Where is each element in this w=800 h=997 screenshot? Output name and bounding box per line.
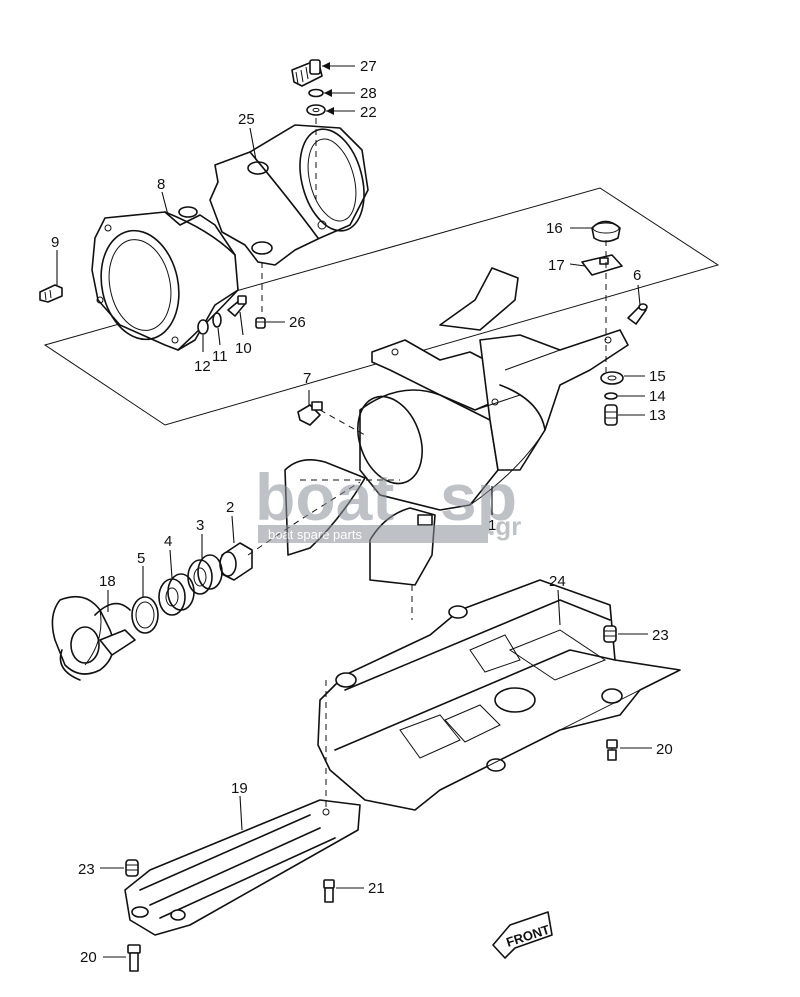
part-bolt-10 (227, 295, 247, 317)
watermark-brand-tail: sp (440, 460, 517, 534)
part-seal-ring-5 (131, 596, 159, 634)
part-grease-nipple (627, 303, 648, 325)
callout-18: 18 (99, 573, 116, 590)
part-nozzle-bolt (291, 59, 323, 87)
part-set-screw-23-upper (603, 625, 617, 643)
part-intake-grate (124, 799, 361, 936)
callout-24: 24 (549, 573, 566, 590)
part-set-screw-23-lower (125, 859, 139, 877)
callouts: 27 28 22 25 8 9 26 10 11 12 16 17 (51, 58, 673, 966)
callout-19: 19 (231, 780, 248, 797)
assembly-guide-lines (247, 118, 607, 810)
part-bolt-20-lower (127, 944, 141, 972)
callout-13: 13 (649, 407, 666, 424)
part-rubber-mount (591, 220, 621, 243)
part-fitting-7 (297, 401, 323, 426)
part-pump-housing (91, 206, 239, 351)
watermark-tld: .gr (488, 511, 521, 541)
part-nozzle (209, 124, 369, 266)
part-bolt-20-upper (606, 739, 618, 761)
callout-28: 28 (360, 85, 377, 102)
callout-14: 14 (649, 388, 666, 405)
callout-6: 6 (633, 267, 641, 284)
callout-25: 25 (238, 111, 255, 128)
callout-26: 26 (289, 314, 306, 331)
callout-16: 16 (546, 220, 563, 237)
part-lockwasher-14 (604, 392, 618, 400)
callout-15: 15 (649, 368, 666, 385)
callout-22: 22 (360, 104, 377, 121)
callout-7: 7 (303, 370, 311, 387)
part-bearing-4 (158, 573, 195, 616)
assembly-frame (43, 187, 720, 426)
front-direction-marker: FRONT (492, 911, 553, 959)
part-bolt-13 (604, 404, 618, 426)
part-washer-15 (600, 371, 624, 385)
part-o-ring-small (308, 88, 324, 98)
watermark-brand: boat (255, 460, 394, 534)
callout-21: 21 (368, 880, 385, 897)
part-bushing-3 (187, 554, 223, 595)
part-nut-12 (197, 319, 209, 335)
part-washer-top (306, 104, 326, 116)
callout-23-lower: 23 (78, 861, 95, 878)
callout-11: 11 (212, 348, 228, 365)
callout-12: 12 (194, 358, 211, 375)
callout-20-lower: 20 (80, 949, 97, 966)
callout-10: 10 (235, 340, 252, 357)
watermark-tagline: boat spare parts (268, 527, 362, 542)
part-bolt-26 (255, 317, 266, 329)
part-bolt-21 (323, 879, 335, 903)
callout-20-upper: 20 (656, 741, 673, 758)
callout-1: 1 (488, 517, 496, 534)
part-drain-bolt (39, 284, 63, 303)
part-pump-case (284, 267, 629, 586)
watermark-tagline-bar (258, 525, 488, 543)
part-bushing-2 (219, 542, 253, 581)
part-clip-plate (581, 254, 623, 276)
callout-8: 8 (157, 176, 165, 193)
callout-17: 17 (548, 257, 565, 274)
callout-9: 9 (51, 234, 59, 251)
callout-3: 3 (196, 517, 204, 534)
callout-23-upper: 23 (652, 627, 669, 644)
callout-5: 5 (137, 550, 145, 567)
part-ride-plate (317, 579, 681, 811)
part-washer-11 (212, 312, 222, 328)
callout-4: 4 (164, 533, 172, 550)
part-impeller (51, 595, 136, 681)
callout-2: 2 (226, 499, 234, 516)
callout-27: 27 (360, 58, 377, 75)
watermark-logo: boat sp .gr boat spare parts (255, 460, 521, 543)
